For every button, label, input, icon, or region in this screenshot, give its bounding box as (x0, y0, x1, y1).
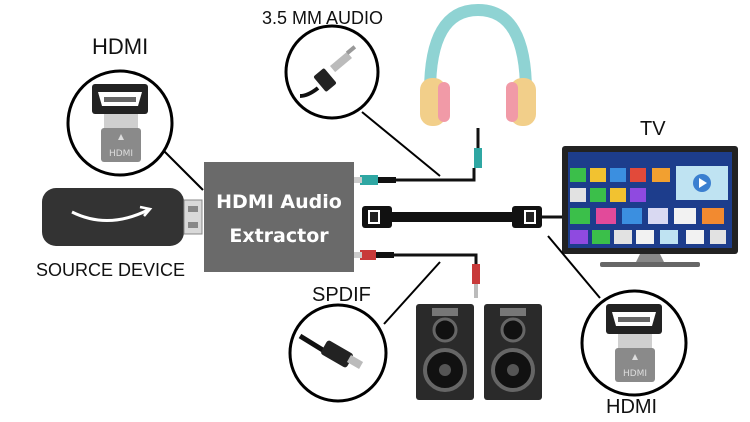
speaker-right (484, 304, 542, 400)
hdmi-output-callout: HDMI (547, 235, 688, 397)
headphones-icon (420, 3, 536, 168)
spdif-callout (288, 261, 441, 403)
source-device-label: SOURCE DEVICE (36, 260, 186, 280)
hdmi-plug-text-top: HDMI (109, 149, 133, 159)
speaker-left (416, 304, 474, 400)
hdmi-port-icon: HDMI (92, 84, 148, 162)
audio-35mm-label: 3.5 MM AUDIO (262, 8, 384, 28)
spdif-label: SPDIF (312, 284, 371, 306)
tv-label: TV (640, 118, 666, 140)
hdmi-port-icon-bottom: HDMI (606, 304, 662, 382)
audio-35mm-callout (284, 24, 441, 177)
spdif-plug-icon (298, 333, 364, 369)
source-device (42, 188, 203, 246)
tv-icon (562, 146, 738, 267)
speaker-cable (354, 250, 480, 298)
extractor-title-line2: Extractor (229, 225, 329, 247)
hdmi-connector-callout: HDMI (66, 69, 204, 191)
hdmi-plug-text-bottom: HDMI (623, 369, 647, 379)
headphone-cable (354, 168, 476, 185)
hdmi-output-label: HDMI (606, 396, 658, 418)
hdmi-audio-extractor: HDMI Audio Extractor (204, 162, 354, 272)
amazon-smile-icon (71, 208, 149, 222)
audio-jack-icon (299, 45, 357, 98)
extractor-title-line1: HDMI Audio (216, 191, 342, 213)
hdmi-input-label: HDMI (92, 34, 149, 59)
hdmi-cable (362, 206, 566, 228)
